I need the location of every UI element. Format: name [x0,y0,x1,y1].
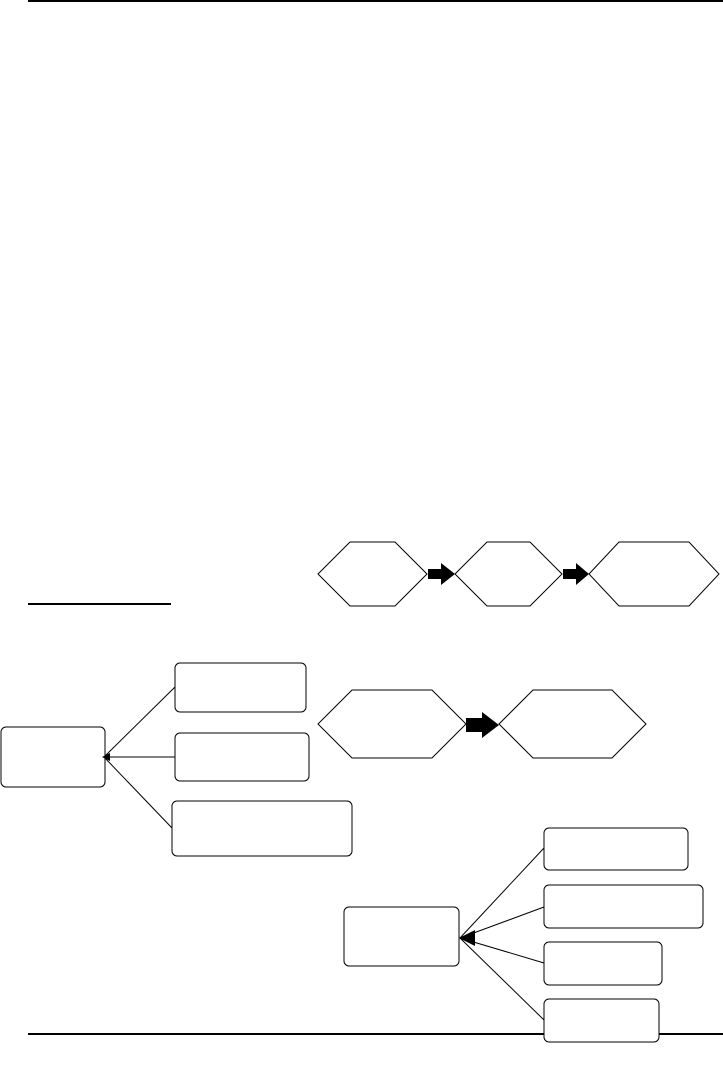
flow-middle-hexagon-1 [317,689,467,759]
section-heading-underline [28,603,171,605]
tree-left-connector-1 [103,686,176,758]
tree-right-connector-4 [459,937,545,1021]
flow-middle-arrow [466,712,499,738]
flow-top-arrow-1 [428,563,455,585]
tree-left-arrowhead [102,753,110,761]
bottom-rule [28,1033,723,1035]
tree-left-connector-3 [103,756,173,829]
flow-middle-hexagon-2 [498,689,647,759]
tree-right-connector-1 [459,847,545,939]
top-rule [28,0,723,2]
tree-right-child-box-1 [543,827,689,871]
tree-left-root-box [0,726,106,788]
tree-left-child-box-1 [174,662,307,713]
flow-top-hexagon-2 [454,541,563,607]
tree-left [0,662,353,857]
tree-right-child-box-4 [543,998,660,1043]
tree-right-root-box [343,906,460,967]
flow-top [317,541,720,607]
tree-right-child-box-2 [543,884,704,929]
flow-top-hexagon-3 [588,541,720,607]
tree-left-child-box-3 [171,800,353,857]
flow-middle [317,689,647,759]
tree-left-child-box-2 [174,732,310,782]
flow-top-hexagon-1 [317,541,428,607]
tree-right-child-box-3 [543,941,663,986]
tree-right-arrowhead [459,930,475,946]
flow-top-arrow-2 [563,563,589,585]
tree-right [343,827,704,1043]
